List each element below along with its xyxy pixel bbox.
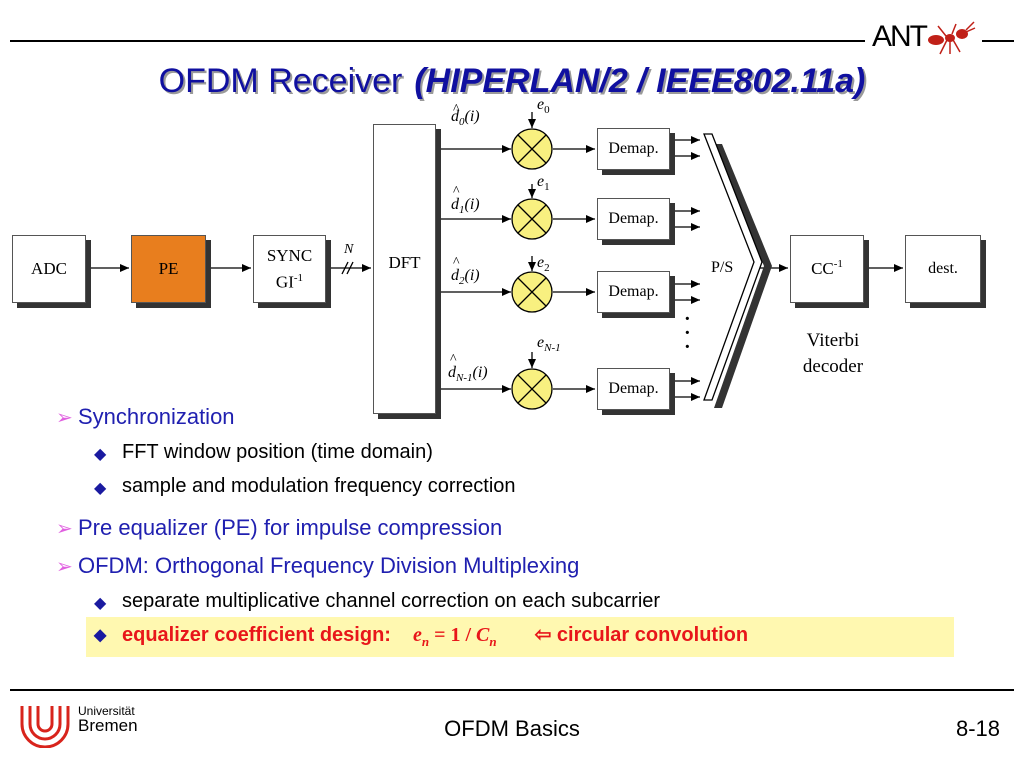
d-label-3: ^ dN-1(i) <box>448 352 488 385</box>
highlight-band <box>86 617 954 657</box>
uni-bremen-logo: Universität Bremen <box>18 702 178 752</box>
sync-label: SYNC <box>266 245 313 265</box>
demap-block-2: Demap. <box>597 271 670 313</box>
bullet-ofdm-sub1: ◆separate multiplicative channel correct… <box>94 590 661 612</box>
ps-label: P/S <box>711 259 734 276</box>
dest-label: dest. <box>928 260 958 277</box>
footer-center-title: OFDM Basics <box>444 716 580 741</box>
arrow-bullet-icon: ➢ <box>56 407 73 429</box>
bullet-ofdm: ➢OFDM: Orthogonal Frequency Division Mul… <box>56 553 580 578</box>
title-sub: (HIPERLAN/2 / IEEE802.11a) <box>414 62 866 100</box>
sync-gi-block: SYNC GI-1 <box>253 235 326 303</box>
adc-label: ADC <box>31 259 67 278</box>
uni-bremen-emblem-icon <box>20 706 70 748</box>
cc-sup: -1 <box>833 258 843 270</box>
ps-chevron-shape <box>703 133 772 408</box>
page-number: 8-18 <box>955 716 1000 741</box>
gi-sup: -1 <box>293 271 304 284</box>
cc-block: CC-1 <box>790 235 864 303</box>
viterbi-caption: Viterbi decoder <box>802 330 864 377</box>
n-label: N <box>344 242 354 257</box>
ant-logo: ANT <box>870 18 980 58</box>
arrow-bullet-icon: ➢ <box>56 518 73 540</box>
uni-name-line2: Bremen <box>78 716 138 735</box>
e-label-1: e1 <box>537 173 550 194</box>
dest-block: dest. <box>905 235 981 303</box>
dft-label: DFT <box>388 253 421 272</box>
multiplier-1 <box>511 198 553 240</box>
ant-logo-text: ANT <box>872 20 928 53</box>
footer-rule <box>10 689 1014 691</box>
diamond-bullet-icon: ◆ <box>94 627 107 644</box>
diamond-bullet-icon: ◆ <box>94 446 107 463</box>
bullet-equalizer: ◆equalizer coefficient design:en = 1 / C… <box>94 624 749 649</box>
arrow-bullet-icon: ➢ <box>56 556 73 578</box>
e-label-2: e2 <box>537 254 550 275</box>
pe-block: PE <box>131 235 206 303</box>
demap-block-1: Demap. <box>597 198 670 240</box>
d-label-0: ^ d0(i) <box>451 102 480 129</box>
demap-block-0: Demap. <box>597 128 670 170</box>
multiplier-2 <box>511 271 553 313</box>
bullet-pe: ➢Pre equalizer (PE) for impulse compress… <box>56 515 503 540</box>
multipliers <box>511 128 553 410</box>
bullet-sync-sub1: ◆FFT window position (time domain) <box>94 441 433 463</box>
bullet-sync-sub2: ◆sample and modulation frequency correct… <box>94 475 516 497</box>
demap-block-3: Demap. <box>597 368 670 410</box>
header-rule-right <box>982 40 1014 42</box>
header-rule-left <box>10 40 865 42</box>
dft-block: DFT <box>373 124 436 414</box>
diamond-bullet-icon: ◆ <box>94 595 107 612</box>
uni-name-line1: Universität <box>78 704 135 718</box>
d-label-1: ^ d1(i) <box>451 184 480 217</box>
slide-title: OFDM Receiver (HIPERLAN/2 / IEEE802.11a) <box>0 62 1024 101</box>
ant-insect-icon <box>928 21 976 55</box>
adc-block: ADC <box>12 235 86 303</box>
block-diagram-wires <box>86 112 903 410</box>
multiplier-0 <box>511 128 553 170</box>
diamond-bullet-icon: ◆ <box>94 480 107 497</box>
multiplier-3 <box>511 368 553 410</box>
e-label-3: eN-1 <box>537 334 561 355</box>
ellipsis-dots: ··· <box>684 308 691 358</box>
bullet-sync: ➢Synchronization <box>56 404 235 429</box>
cc-label: CC <box>811 259 834 278</box>
gi-label: GI <box>275 272 294 292</box>
title-main: OFDM Receiver <box>158 62 403 100</box>
e-label-0: e0 <box>537 96 550 117</box>
d-label-2: ^ d2(i) <box>451 255 480 288</box>
pe-label: PE <box>158 259 179 278</box>
